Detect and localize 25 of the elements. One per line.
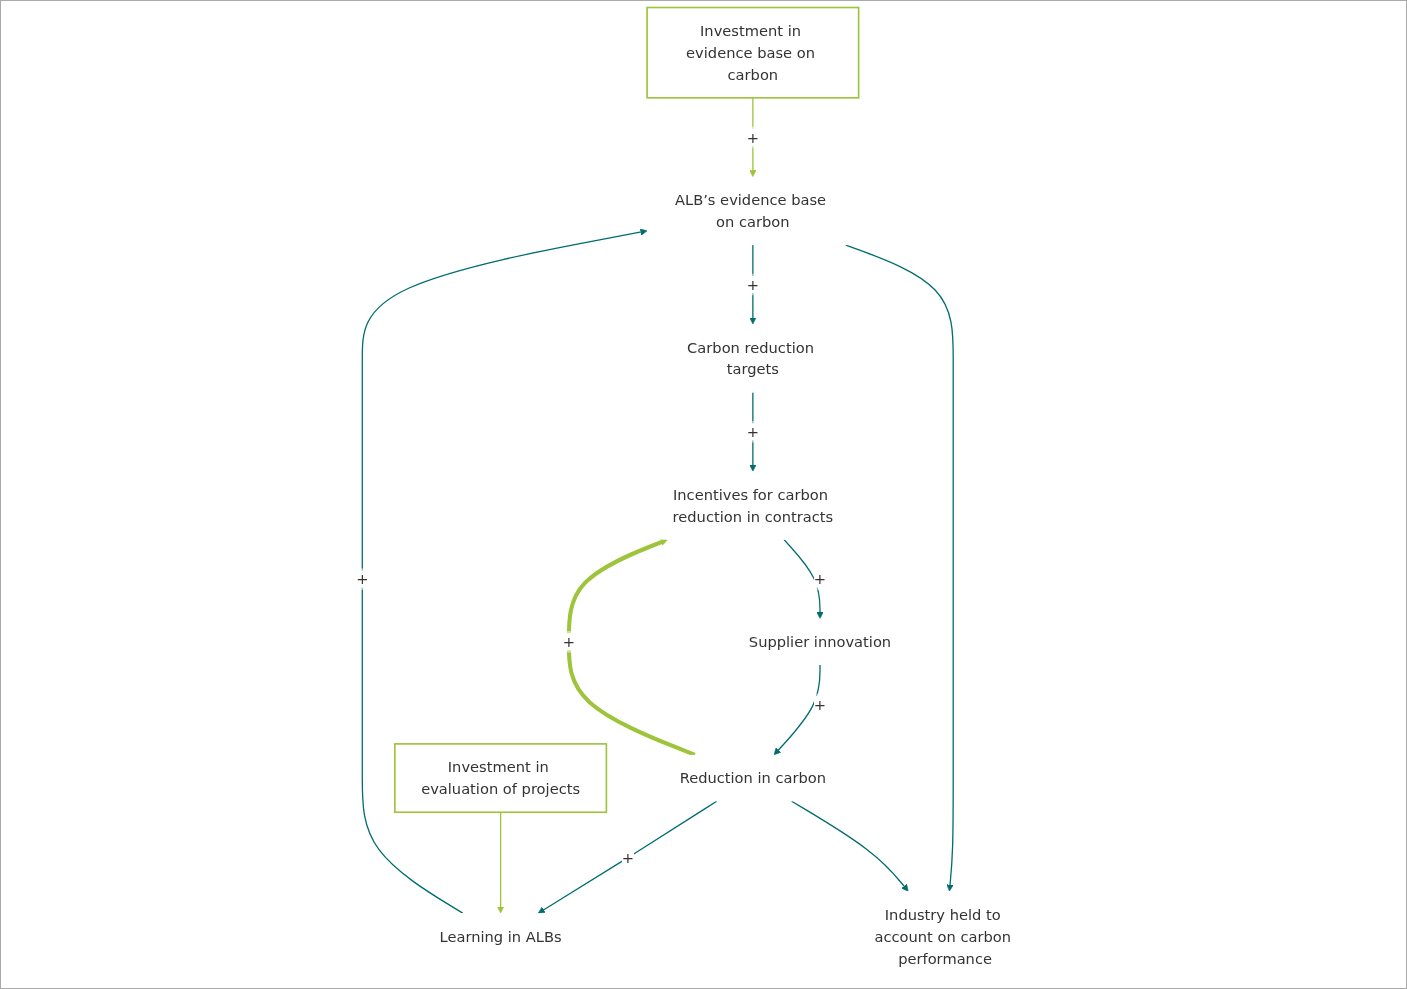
node-text: ALB’s evidence base on carbon [674,191,827,231]
arrow [361,228,648,914]
edge-label: + [746,128,760,146]
edge-label: + [813,695,827,713]
arrow [497,811,505,914]
edge-label: + [562,633,575,651]
arrow [790,800,909,892]
arrow [773,664,821,756]
node-text: Learning in ALBs [439,927,562,945]
arrow [845,244,954,892]
edge-label: + [746,423,760,441]
node-text: Incentives for carbon reduction in contracts [672,485,834,526]
node-box: Investment in evidence base on carbon [646,6,860,99]
arrow [783,539,824,619]
node-text: Reduction in carbon [679,769,827,787]
edge-label: + [746,276,760,294]
node-text: Supplier innovation [748,633,892,651]
edge-label: + [621,849,635,867]
edge-label: + [813,570,827,588]
node-text: Carbon reduction targets [687,338,814,378]
arrow [566,538,696,757]
node-text: Industry held to account on carbon performance [874,905,1011,967]
node-box: Investment in evaluation of projects [394,743,608,814]
edge-label: + [356,570,369,588]
arrow [537,800,718,914]
